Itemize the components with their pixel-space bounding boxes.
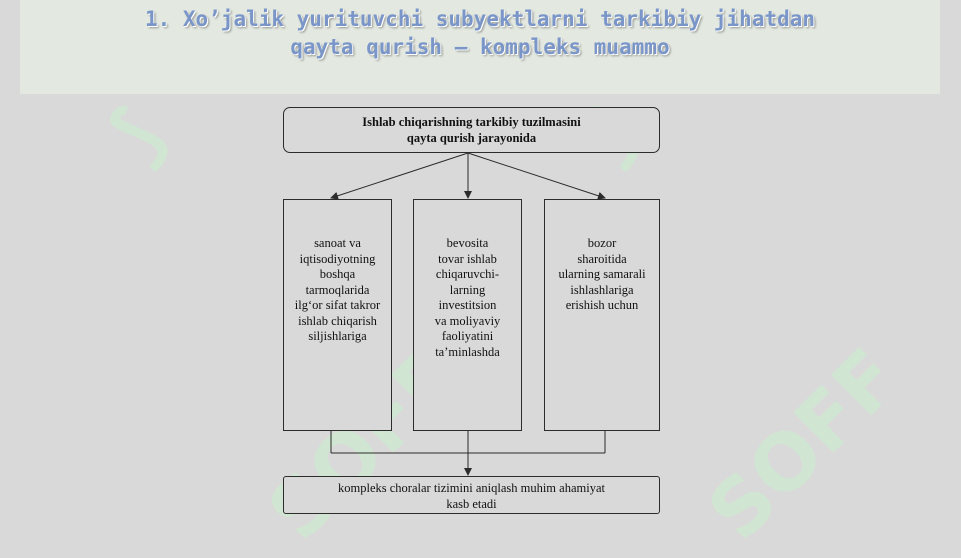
process-box: Ishlab chiqarishning tarkibiy tuzilmasin… [283, 107, 660, 153]
column-1-line: siljishlariga [308, 329, 367, 343]
column-2-line: larning [449, 282, 486, 297]
column-2-line: investitsion [438, 298, 497, 312]
column-1-line: sanoat va [314, 236, 361, 250]
column-2-line: va moliyaviy [434, 313, 501, 328]
column-box-3: bozor sharoitida ularning samarali ishla… [544, 199, 660, 431]
column-1-line: iqtisodiyotning [299, 251, 376, 266]
conclusion-box-line-1: kompleks choralar tizimini aniqlash muhi… [338, 481, 605, 495]
column-1-line: tarmoqlarida [305, 282, 370, 297]
column-box-1: sanoat va iqtisodiyotning boshqa tarmoql… [283, 199, 392, 431]
column-2-line: tovar ishlab [438, 251, 497, 266]
column-3-line: ishlashlariga [570, 282, 634, 297]
conclusion-box: kompleks choralar tizimini aniqlash muhi… [283, 476, 660, 514]
column-1-line: ilg‘or sifat takror [294, 298, 381, 312]
diagram-connectors [330, 152, 606, 476]
slide-title-line-2: qayta qurish – kompleks muammo [290, 35, 670, 59]
slide-title-line-1: 1. Xo’jalik yurituvchi subyektlarni tark… [144, 7, 816, 31]
title-band: 1. Xo’jalik yurituvchi subyektlarni tark… [20, 0, 940, 94]
column-2-line: ta’minlashda [435, 344, 500, 359]
arrow-to-column-1 [330, 152, 469, 200]
column-3-line: ularning samarali [558, 267, 646, 281]
process-box-line-1: Ishlab chiqarishning tarkibiy tuzilmasin… [362, 115, 581, 129]
column-3-line: erishish uchun [565, 298, 639, 312]
column-1-line: boshqa [319, 267, 356, 281]
column-box-2: bevosita tovar ishlab chiqaruvchi- larni… [413, 199, 522, 431]
process-box-line-2: qayta qurish jarayonida [406, 130, 537, 145]
column-3-line: sharoitida [577, 251, 627, 266]
column-3-line: bozor [587, 236, 617, 250]
column-1-line: ishlab chiqarish [298, 313, 377, 328]
conclusion-box-line-2: kasb etadi [446, 496, 497, 511]
column-2-line: faoliyatini [441, 329, 494, 343]
column-2-line: chiqaruvchi- [435, 267, 500, 281]
column-2-line: bevosita [446, 236, 489, 250]
arrow-to-column-3 [467, 152, 606, 200]
